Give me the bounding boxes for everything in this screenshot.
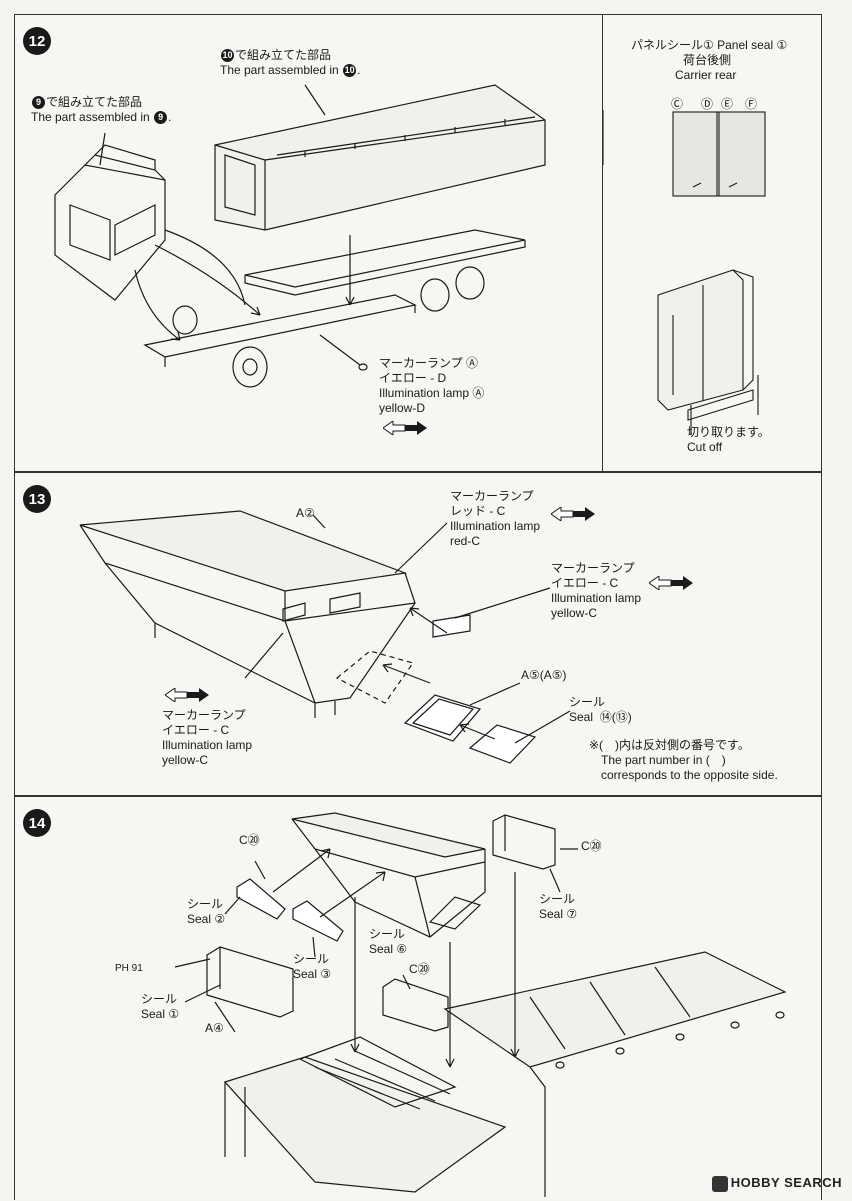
inset-illustration: [603, 110, 766, 435]
hobby-search-watermark: HOBBY SEARCH: [711, 1175, 842, 1192]
seal-letter-e: Ⓔ: [721, 97, 734, 111]
ref-badge: 9: [32, 96, 45, 110]
seal-letter-d: Ⓓ: [701, 97, 714, 111]
step-13-panel: 13: [14, 472, 822, 796]
part-c20-label-c: C⑳: [409, 962, 430, 976]
part-c20-label-b: C⑳: [581, 839, 602, 853]
hobby-search-logo-icon: [711, 1176, 728, 1192]
red-lamp-label: マーカーランプ レッド - C Illumination lamp red-C: [450, 489, 541, 548]
seal-6-label: シール Seal ⑥: [369, 927, 408, 956]
ref-badge: 9: [154, 111, 168, 125]
seal-3-label: シール Seal ③: [293, 952, 332, 981]
left-lamp-label: マーカーランプ イエロー - C Illumination lamp yello…: [162, 708, 253, 767]
seal-7-label: シール Seal ⑦: [539, 892, 578, 921]
opposite-side-note: ※( )内は反対側の番号です。 The part number in ( ) c…: [589, 738, 778, 782]
marker-lamp-label: マーカーランプ Ⓐ イエロー - D Illumination lamp Ⓐ y…: [379, 356, 485, 415]
double-arrow-icon: [649, 576, 693, 590]
carrier-rear-en: Carrier rear: [675, 68, 737, 82]
ref-badge: 10: [221, 49, 234, 63]
step-number-badge: 12: [23, 27, 51, 55]
yellow-lamp-label: マーカーランプ イエロー - C Illumination lamp yello…: [551, 561, 642, 620]
step-14-panel: 14: [14, 796, 822, 1200]
seal-2-label: シール Seal ②: [187, 897, 226, 926]
seal-1-label: シール Seal ①: [141, 992, 180, 1021]
carrier-rear-ja: 荷台後側: [683, 53, 732, 67]
step-12-panel: 12: [14, 14, 822, 472]
double-arrow-icon: [165, 688, 209, 702]
panel-seal-title: パネルシール① Panel seal ①: [631, 38, 788, 52]
seal-14-label: シール Seal ⑭(⑬): [569, 695, 632, 724]
seal-letter-c: Ⓒ: [671, 97, 684, 111]
double-arrow-icon: [383, 421, 427, 435]
step-13-illustration: [79, 510, 571, 764]
step-number-badge: 14: [23, 809, 51, 837]
ref-badge: 10: [343, 64, 357, 78]
ph91-label: PH 91: [115, 963, 143, 974]
seal-letter-f: Ⓕ: [745, 97, 758, 111]
cut-off-ja: 切り取ります。: [687, 425, 770, 439]
step-number-badge: 13: [23, 485, 51, 513]
part-c20-label-a: C⑳: [239, 833, 260, 847]
part-a5-label: A⑤(A⑤): [521, 668, 567, 682]
double-arrow-icon: [551, 507, 595, 521]
step-14-illustration: [174, 812, 787, 1197]
part-a4-label: A④: [205, 1021, 224, 1035]
carrier-rear-inset: パネルシール① Panel seal ① 荷台後側 Carrier rear Ⓒ…: [602, 15, 822, 471]
step-12-illustration: [54, 84, 546, 388]
part-a2-label: A②: [296, 506, 315, 520]
cut-off-en: Cut off: [687, 440, 723, 454]
